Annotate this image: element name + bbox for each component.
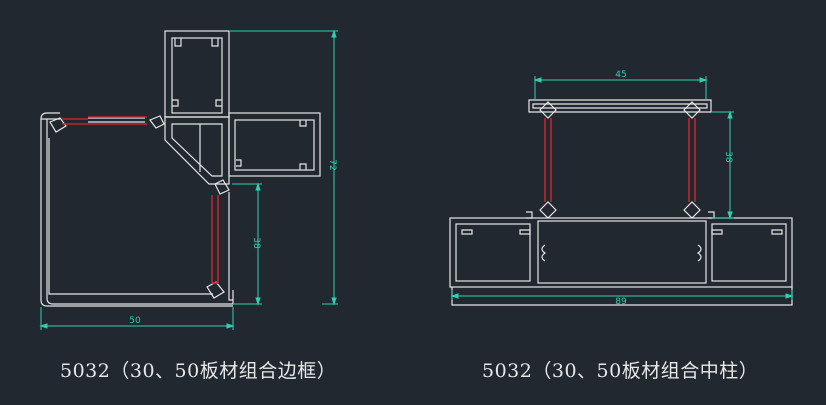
mullion-thermal-strips — [544, 118, 696, 202]
right-horizontal-profile — [228, 112, 321, 177]
corner-diagonal-profile — [164, 116, 230, 185]
thermal-break-strips — [62, 116, 219, 284]
mullion-drawing — [449, 99, 793, 306]
mullion-caption: 5032（30、50板材组合中柱） — [482, 360, 759, 382]
base-profile — [449, 201, 793, 306]
dim-inner-height-label: 38 — [723, 151, 733, 163]
dim-width-label: 50 — [129, 316, 141, 326]
edge-frame-caption: 5032（30、50板材组合边框） — [60, 360, 337, 382]
mullion-dimensions — [450, 76, 794, 300]
dim-height-total-label: 72 — [327, 159, 337, 170]
edge-frame-drawing — [40, 30, 321, 307]
outer-frame-profile — [40, 112, 234, 307]
edge-frame-dimensions — [39, 29, 338, 330]
dim-top-width-label: 45 — [615, 70, 626, 80]
dim-height-inner-label: 38 — [251, 237, 261, 249]
top-bar-profile — [528, 99, 712, 119]
upper-vertical-profile — [164, 30, 230, 118]
dim-bottom-width-label: 89 — [615, 297, 627, 307]
